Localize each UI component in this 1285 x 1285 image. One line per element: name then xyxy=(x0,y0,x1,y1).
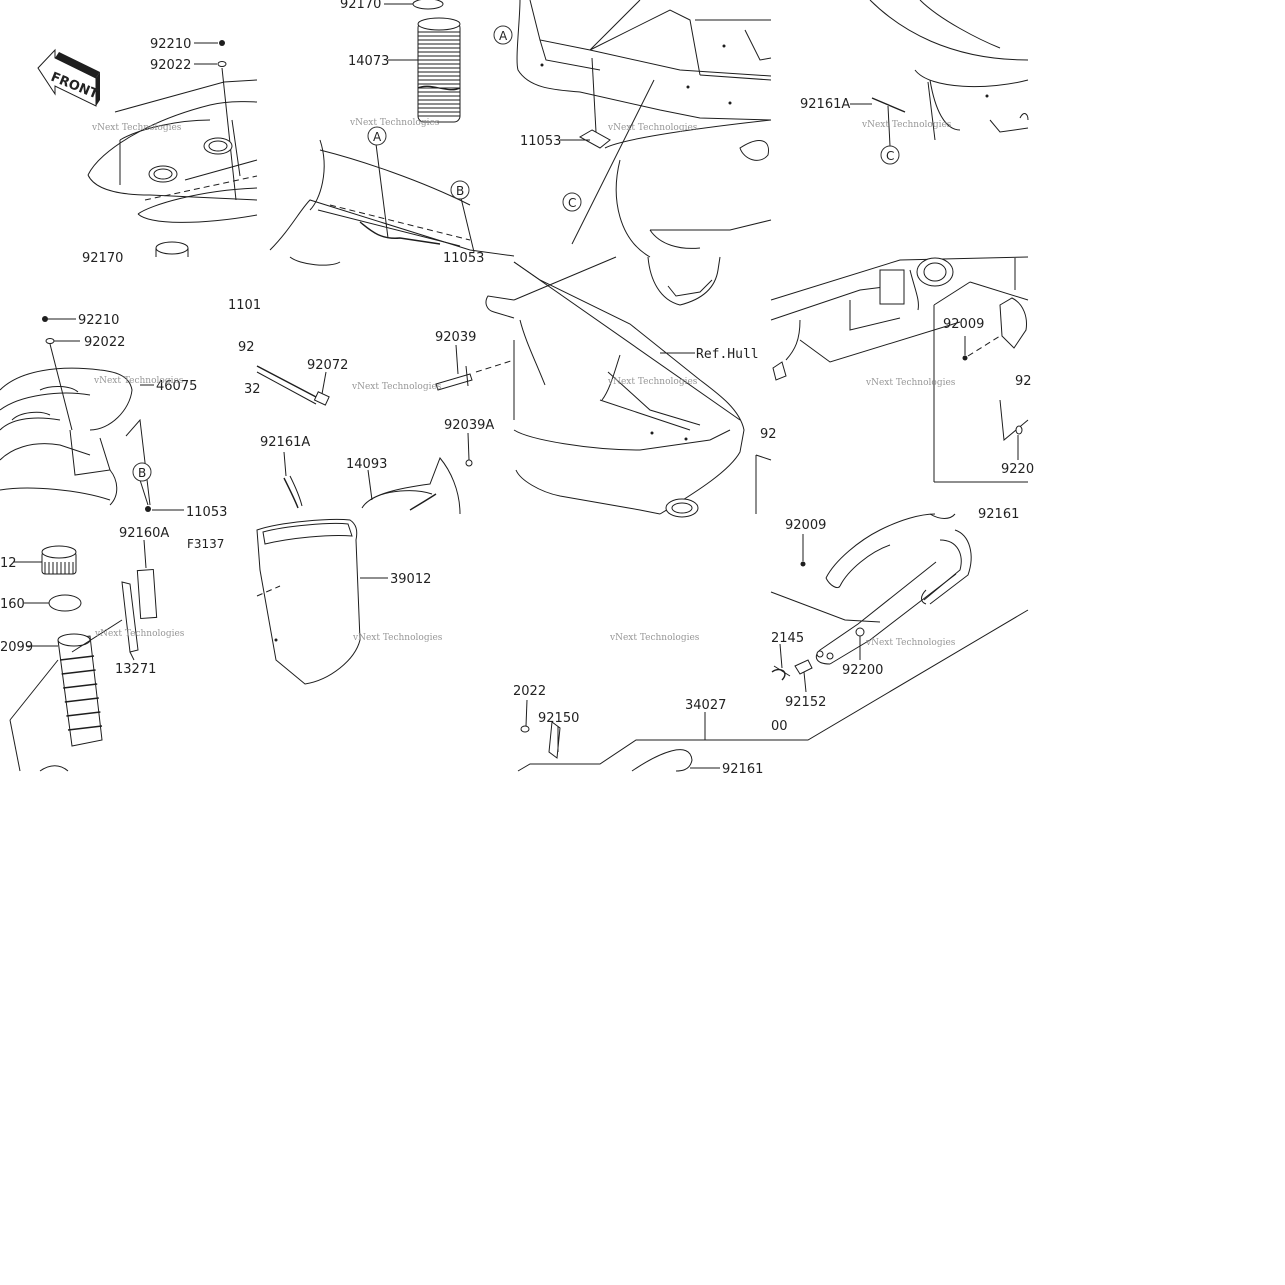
callout-c: C xyxy=(562,192,582,212)
tile-hull: Ref.Hull 92 xyxy=(485,256,777,518)
callout-a: A xyxy=(493,25,513,45)
part-label-92145: 2145 xyxy=(771,631,804,646)
tile-hose: 92170 14073 11053 xyxy=(269,0,515,266)
part-label-92-fragment: 92 xyxy=(238,340,255,355)
tile-storage-tray: 11053 xyxy=(516,0,772,258)
part-label-92039: 92039 xyxy=(435,330,476,345)
svg-text:C: C xyxy=(886,149,894,163)
watermark-text: vNext Technologies xyxy=(351,382,442,392)
tile-tow-hook: 92009 92161 2145 92152 92200 00 xyxy=(770,507,1029,741)
neck-ribs xyxy=(59,655,103,731)
svg-text:B: B xyxy=(456,184,464,198)
tile-storage-bin: 39012 xyxy=(256,519,431,685)
part-label-12-fragment: 12 xyxy=(0,556,17,571)
bolt-icon xyxy=(219,40,225,46)
part-label-39012: 39012 xyxy=(390,572,431,587)
part-label-92170: 92170 xyxy=(340,0,381,12)
watermarks: vNext Technologies vNext Technologies vNex… xyxy=(91,118,956,648)
watermark-text: vNext Technologies xyxy=(865,638,956,648)
part-label-14093: 14093 xyxy=(346,457,387,472)
callout-markers: A A B B C C xyxy=(132,25,900,482)
part-label-1101: 1101 xyxy=(228,298,261,313)
callout-c: C xyxy=(880,145,900,165)
watermark-text: vNext Technologies xyxy=(349,118,440,128)
part-label-11053: 11053 xyxy=(520,134,561,149)
part-label-92161-fragment: 92161 xyxy=(978,507,1019,522)
part-label-92-fragment: 92 xyxy=(1015,374,1032,389)
part-label-92160a: 92160A xyxy=(119,526,169,541)
watermark-text: vNext Technologies xyxy=(865,378,956,388)
part-label-92200: 92200 xyxy=(842,663,883,678)
tile-rail-left: 2022 92150 34027 92161 xyxy=(513,684,771,777)
callout-b: B xyxy=(132,462,152,482)
watermark-text: vNext Technologies xyxy=(352,633,443,643)
part-label-92-fragment: 92 xyxy=(760,427,777,442)
part-label-160-fragment: 160 xyxy=(0,597,25,612)
svg-text:A: A xyxy=(499,29,508,43)
callout-a: A xyxy=(367,126,387,146)
part-label-00-fragment: 00 xyxy=(771,719,788,734)
cap-ribs xyxy=(44,562,74,574)
washer-icon xyxy=(217,61,227,67)
part-label-92022: 92022 xyxy=(150,58,191,73)
svg-text:A: A xyxy=(373,130,382,144)
part-label-92150: 92150 xyxy=(538,711,579,726)
tile-seat: 92161A xyxy=(800,0,1029,147)
part-label-92152: 92152 xyxy=(785,695,826,710)
tile-bracket: 92009 92 9220 xyxy=(770,256,1034,483)
part-label-92161a: 92161A xyxy=(800,97,850,112)
part-label-92039a: 92039A xyxy=(444,418,494,433)
part-label-92022-fragment: 2022 xyxy=(513,684,546,699)
watermark-text: vNext Technologies xyxy=(607,377,698,387)
part-label-11053: 11053 xyxy=(186,505,227,520)
figure-code: F3137 xyxy=(187,537,224,551)
part-label-46075: 46075 xyxy=(156,379,197,394)
hose-ribs xyxy=(418,31,460,117)
watermark-text: vNext Technologies xyxy=(91,123,182,133)
tile-pins-cover: 92072 92039 92039A 92161A 14093 92 32 xyxy=(238,330,515,515)
part-label-34027: 34027 xyxy=(685,698,726,713)
watermark-text: vNext Technologies xyxy=(861,120,952,130)
part-label-11053: 11053 xyxy=(443,251,484,266)
tile-grab-handle: 92210 92022 46075 11053 1101 xyxy=(0,298,261,520)
svg-text:B: B xyxy=(138,466,146,480)
part-label-9220-fragment: 9220 xyxy=(1001,462,1034,477)
callout-b: B xyxy=(450,180,470,200)
ref-hull-label: Ref.Hull xyxy=(696,347,759,362)
watermark-text: vNext Technologies xyxy=(93,376,184,386)
part-label-92072: 92072 xyxy=(307,358,348,373)
part-label-14073: 14073 xyxy=(348,54,389,69)
part-label-92099: 2099 xyxy=(0,640,33,655)
part-label-92161: 92161 xyxy=(722,762,763,777)
watermark-text: vNext Technologies xyxy=(607,123,698,133)
part-label-92009: 92009 xyxy=(943,317,984,332)
watermark-text: vNext Technologies xyxy=(609,633,700,643)
part-label-92009: 92009 xyxy=(785,518,826,533)
part-label-92022: 92022 xyxy=(84,335,125,350)
part-label-92170: 92170 xyxy=(82,251,123,266)
part-label-92161a: 92161A xyxy=(260,435,310,450)
part-label-13271: 13271 xyxy=(115,662,156,677)
part-label-92210: 92210 xyxy=(78,313,119,328)
tile-filler-neck: 12 160 2099 92160A 13271 F3137 xyxy=(0,526,224,772)
part-label-32-fragment: 32 xyxy=(244,382,261,397)
watermark-text: vNext Technologies xyxy=(94,629,185,639)
front-arrow-icon: FRONT xyxy=(37,48,100,107)
part-label-92210: 92210 xyxy=(150,37,191,52)
svg-text:C: C xyxy=(568,196,576,210)
tile-rear-deck: FRONT 92210 92022 92170 xyxy=(37,37,258,266)
